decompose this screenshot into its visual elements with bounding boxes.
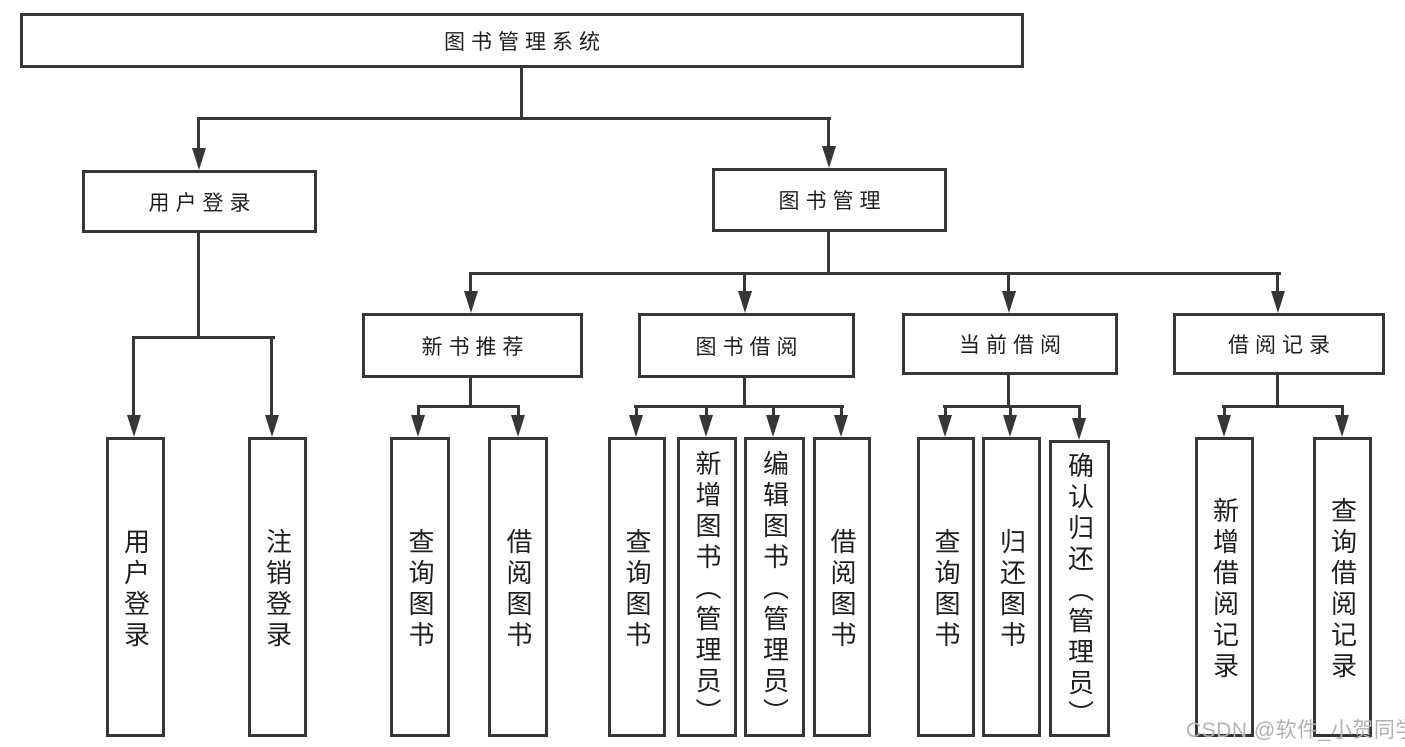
arrowhead [1217, 415, 1231, 437]
arrowhead [766, 415, 780, 437]
connector-line [1007, 375, 1010, 405]
node-current-borrow: 当前借阅 [902, 313, 1118, 375]
connector-line [1341, 405, 1344, 417]
connector-line [1222, 405, 1344, 408]
connector-line [1223, 405, 1226, 417]
node-leaf-cb-confirm-return-admin-label: 确认归还（管理员） [1064, 451, 1095, 731]
node-leaf-user-login: 用户登录 [106, 437, 165, 737]
node-leaf-br-add-record: 新增借阅记录 [1195, 437, 1254, 737]
connector-line [1007, 272, 1010, 292]
arrowhead [1271, 291, 1285, 313]
connector-line [469, 378, 472, 405]
node-leaf-br-query-record-label: 查询借阅记录 [1327, 496, 1358, 683]
node-leaf-bb-add-books-admin: 新增图书（管理员） [677, 437, 737, 737]
node-leaf-bb-query-books-label: 查询图书 [622, 527, 652, 652]
node-leaf-bb-edit-books-admin: 编辑图书（管理员） [744, 437, 805, 737]
connector-line [827, 117, 830, 147]
node-new-book-rec: 新书推荐 [362, 313, 583, 378]
arrowhead [822, 146, 836, 168]
node-leaf-cb-confirm-return-admin: 确认归还（管理员） [1049, 440, 1110, 737]
connector-line [520, 68, 523, 117]
arrowhead [127, 415, 141, 437]
arrowhead [834, 415, 848, 437]
connector-line [134, 336, 275, 339]
node-leaf-nbr-borrow-books: 借阅图书 [488, 437, 548, 737]
connector-line [827, 232, 830, 272]
connector-line [743, 272, 746, 292]
connector-line [1009, 405, 1012, 417]
connector-line [197, 117, 200, 149]
connector-line [1276, 375, 1279, 405]
arrowhead [192, 148, 206, 170]
node-leaf-nbr-query-books: 查询图书 [390, 437, 450, 737]
connector-line [417, 405, 420, 417]
connector-line [743, 378, 746, 405]
arrowhead [411, 415, 425, 437]
node-book-borrow-label: 图书借阅 [695, 335, 804, 359]
node-user-login: 用户登录 [82, 170, 317, 233]
arrowhead [738, 291, 752, 313]
node-root-label: 图书管理系统 [444, 30, 606, 54]
node-leaf-logout-label: 注销登录 [262, 527, 293, 652]
connector-line [197, 233, 200, 336]
arrowhead [938, 415, 952, 437]
connector-line [840, 405, 843, 417]
node-leaf-bb-borrow-books: 借阅图书 [813, 437, 871, 737]
connector-line [944, 405, 947, 417]
connector-line [198, 117, 831, 120]
node-leaf-bb-borrow-books-label: 借阅图书 [827, 527, 857, 652]
node-leaf-bb-add-books-admin-label: 新增图书（管理员） [692, 450, 722, 729]
node-leaf-br-add-record-label: 新增借阅记录 [1209, 496, 1240, 683]
node-leaf-bb-query-books: 查询图书 [608, 437, 666, 737]
connector-line [1276, 272, 1279, 292]
connector-line [417, 405, 520, 408]
arrowhead [1072, 418, 1086, 440]
connector-line [705, 405, 708, 417]
arrowhead [629, 415, 643, 437]
arrowhead [1335, 415, 1349, 437]
node-user-login-label: 用户登录 [148, 191, 257, 215]
arrowhead [511, 415, 525, 437]
connector-line [1078, 405, 1081, 420]
node-book-mgmt-label: 图书管理 [778, 190, 887, 213]
connector-line [469, 272, 472, 292]
connector-line [635, 405, 638, 417]
node-current-borrow-label: 当前借阅 [959, 334, 1067, 357]
node-leaf-logout: 注销登录 [248, 437, 307, 737]
node-leaf-nbr-borrow-books-label: 借阅图书 [503, 527, 533, 652]
node-borrow-record: 借阅记录 [1173, 313, 1385, 375]
node-new-book-rec-label: 新书推荐 [421, 335, 530, 359]
connector-line [471, 272, 1281, 275]
connector-line [634, 405, 844, 408]
node-leaf-cb-query-books: 查询图书 [917, 437, 975, 737]
node-leaf-bb-edit-books-admin-label: 编辑图书（管理员） [759, 450, 790, 729]
connector-line [270, 336, 273, 416]
arrowhead [265, 415, 279, 437]
node-borrow-record-label: 借阅记录 [1228, 334, 1336, 357]
watermark: CSDN @软件_小贺同学 [1186, 719, 1405, 742]
node-book-borrow: 图书借阅 [638, 313, 855, 378]
node-leaf-br-query-record: 查询借阅记录 [1313, 437, 1372, 737]
arrowhead [1002, 291, 1016, 313]
node-book-mgmt: 图书管理 [712, 168, 947, 232]
connector-line [517, 405, 520, 417]
node-root: 图书管理系统 [20, 13, 1024, 68]
connector-line [132, 336, 135, 416]
node-leaf-nbr-query-books-label: 查询图书 [405, 527, 435, 652]
node-leaf-cb-query-books-label: 查询图书 [931, 527, 961, 652]
arrowhead [464, 291, 478, 313]
arrowhead [1003, 415, 1017, 437]
arrowhead [699, 415, 713, 437]
connector-line [772, 405, 775, 417]
node-leaf-cb-return-books-label: 归还图书 [996, 527, 1027, 652]
node-leaf-user-login-label: 用户登录 [120, 527, 151, 652]
node-leaf-cb-return-books: 归还图书 [982, 437, 1041, 737]
connector-line [943, 405, 1081, 408]
